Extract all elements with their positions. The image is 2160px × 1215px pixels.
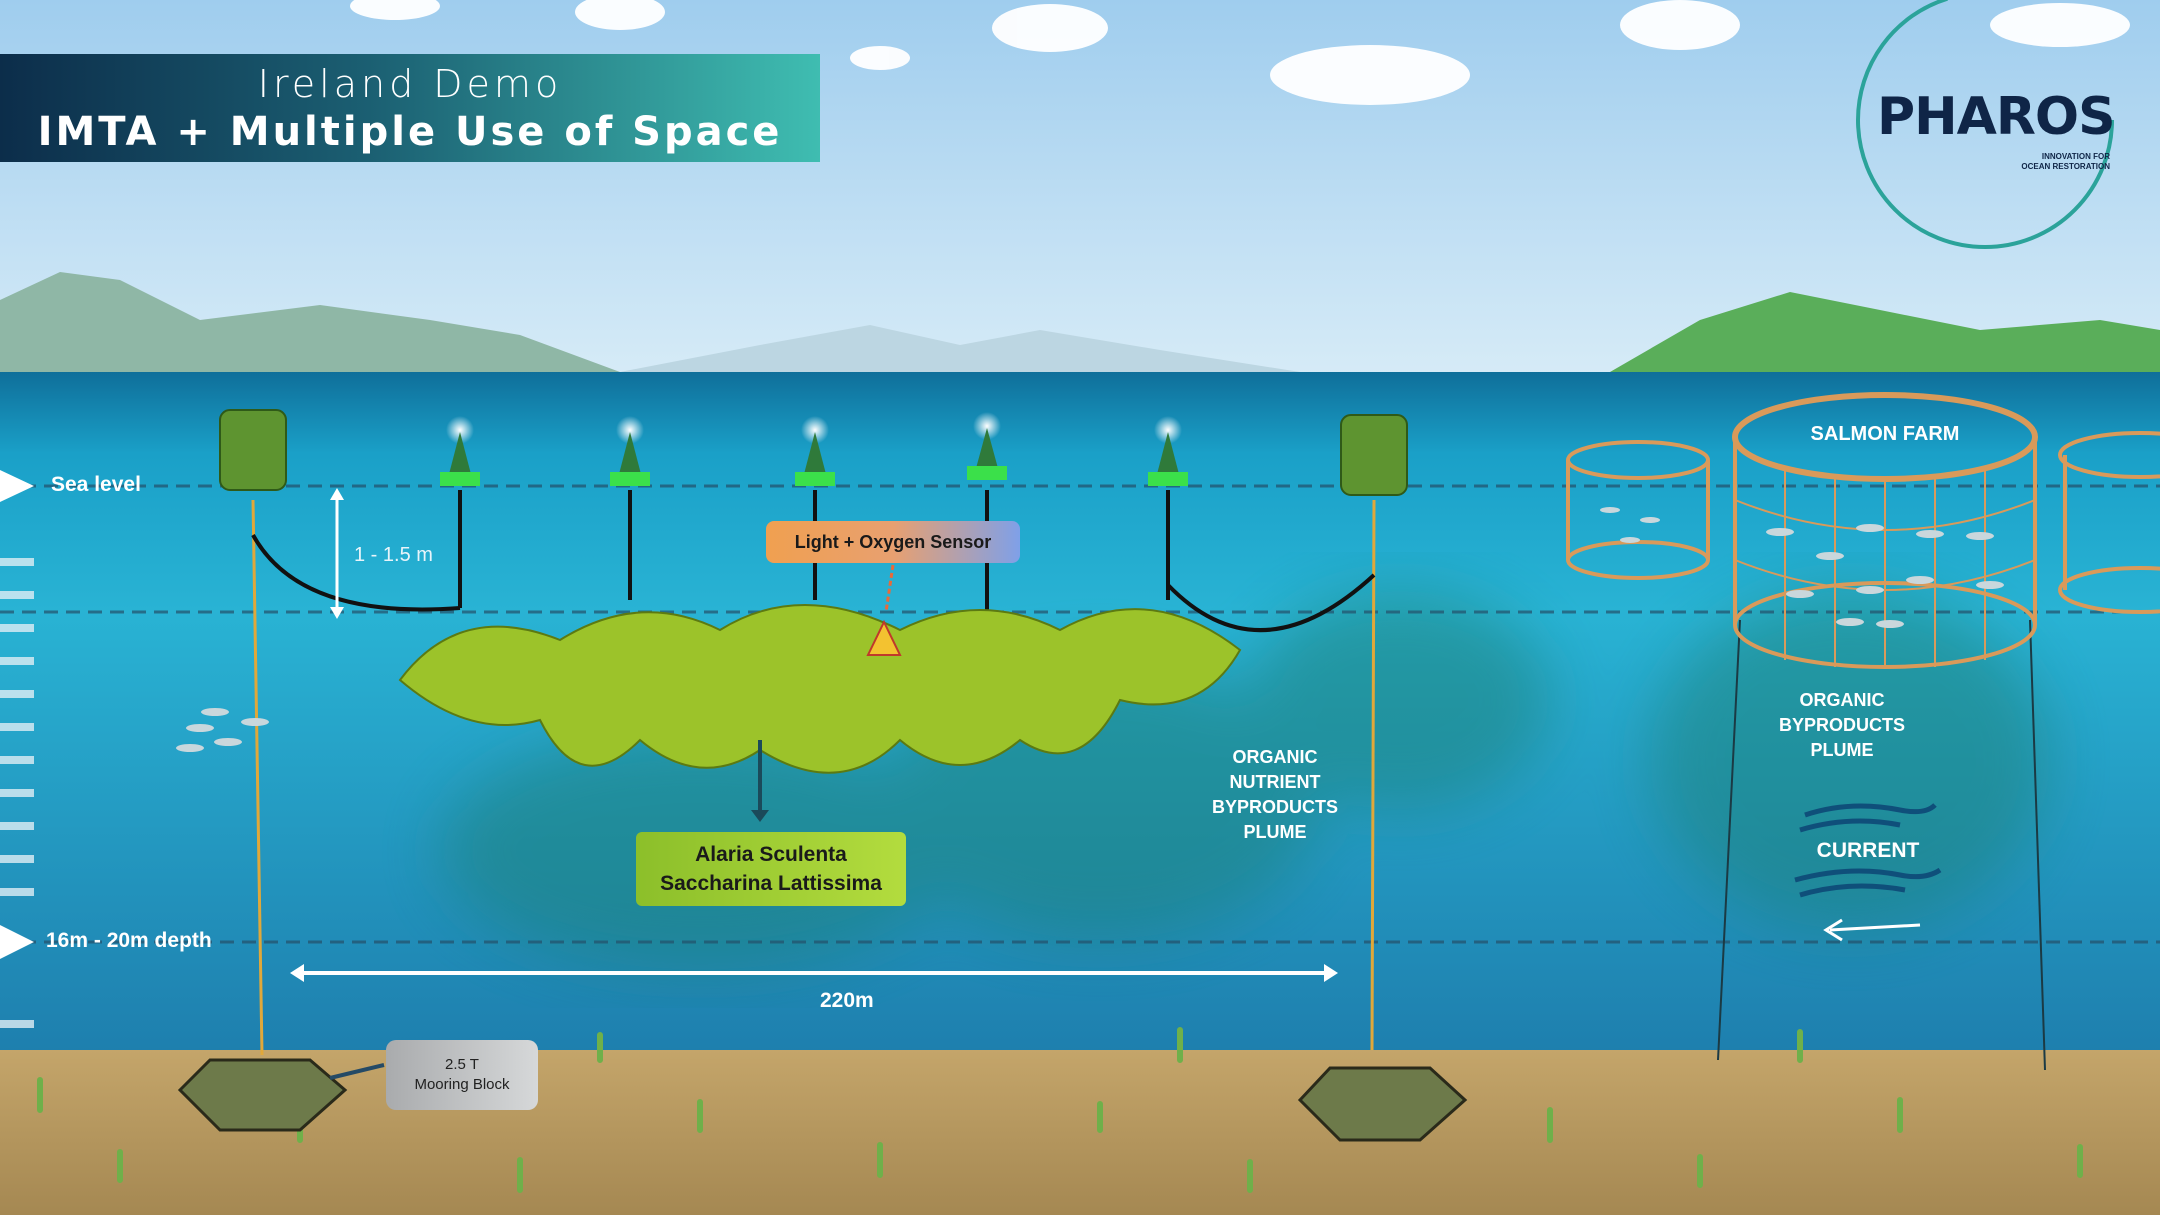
title-location: Ireland Demo	[257, 62, 563, 106]
sensor-icon	[866, 619, 902, 656]
current-label: CURRENT	[1816, 839, 1920, 862]
salmon-cage-main	[1732, 392, 2038, 669]
salmon-plume-label: ORGANIC BYPRODUCTS PLUME	[1767, 688, 1917, 763]
depth-marker-icon	[0, 925, 34, 959]
cage-anchor-lines	[1717, 619, 2046, 1071]
mooring-name: Mooring Block	[414, 1076, 510, 1093]
mooring-blocks	[177, 1058, 1468, 1142]
logo-tagline-2: OCEAN RESTORATION	[2021, 162, 2110, 171]
plume-line: PLUME	[1243, 822, 1307, 842]
backbone-ropes	[251, 490, 1376, 633]
depth-label: 16m - 20m depth	[46, 929, 212, 952]
buoy-depth-label: 1 - 1.5 m	[354, 544, 433, 566]
sensor-label: Light + Oxygen Sensor	[766, 521, 1020, 563]
large-buoys	[219, 409, 1408, 496]
mooring-pointer	[329, 1063, 385, 1080]
logo-tagline-1: INNOVATION FOR	[2041, 152, 2110, 161]
plume-line: NUTRIENT	[1229, 772, 1321, 792]
plume-line: PLUME	[1810, 740, 1874, 760]
title-main: IMTA + Multiple Use of Space	[37, 109, 783, 155]
mooring-block-left	[177, 1058, 348, 1132]
seagrass	[37, 1027, 2083, 1193]
arrowhead-down-icon	[330, 607, 344, 619]
seabed	[0, 1050, 2160, 1215]
mountains	[0, 272, 2160, 372]
large-buoy-right	[1340, 414, 1408, 496]
mooring-block-label: 2.5 T Mooring Block	[386, 1040, 538, 1110]
clouds	[350, 0, 2130, 105]
seaweed-pointer-arrowhead	[751, 810, 769, 822]
sea-level-marker-icon	[0, 470, 34, 502]
species-label: Alaria Sculenta Saccharina Lattissima	[636, 832, 906, 906]
arrowhead-up-icon	[330, 488, 344, 500]
mooring-block-right	[1297, 1066, 1468, 1142]
depth-ruler	[0, 558, 34, 1061]
salmon-cage-small-right	[2058, 431, 2160, 614]
marker-buoys	[440, 412, 1188, 486]
logo-name: PHAROS	[1877, 87, 2116, 147]
plume-line: ORGANIC	[1799, 690, 1885, 710]
sea-level-label: Sea level	[51, 473, 141, 496]
seaweed	[398, 604, 1242, 774]
plume-line: ORGANIC	[1232, 747, 1318, 767]
species-2: Saccharina Lattissima	[660, 872, 882, 895]
mooring-weight: 2.5 T	[445, 1056, 479, 1073]
current-arrow-icon	[1823, 918, 1921, 942]
species-1: Alaria Sculenta	[695, 843, 847, 866]
length-arrow	[290, 964, 1338, 982]
title-banner: Ireland Demo IMTA + Multiple Use of Spac…	[0, 54, 820, 162]
plume-line: BYPRODUCTS	[1211, 797, 1338, 817]
plume-line: BYPRODUCTS	[1778, 715, 1905, 735]
current-waves	[1794, 803, 1942, 898]
salmon-cages	[1566, 392, 2160, 669]
salmon-farm-label: SALMON FARM	[1810, 423, 1960, 445]
length-label: 220m	[820, 989, 874, 1012]
logo-ring	[1856, 0, 2114, 249]
fish	[176, 507, 2004, 752]
depth-lines	[0, 484, 2160, 944]
salmon-cage-small-left	[1566, 440, 1710, 580]
mooring-lines	[251, 499, 1376, 1056]
seaweed-plume-label: ORGANIC NUTRIENT BYPRODUCTS PLUME	[1200, 745, 1350, 845]
large-buoy-left	[219, 409, 287, 491]
